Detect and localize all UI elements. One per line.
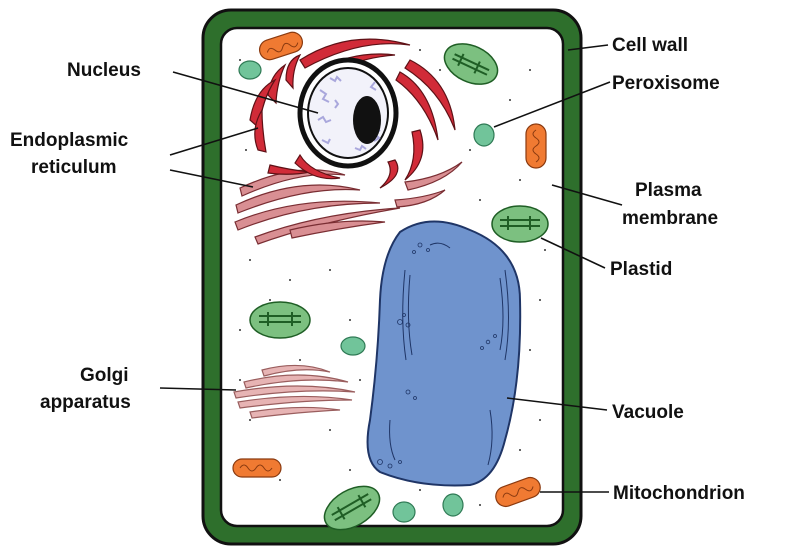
label-mitochondrion: Mitochondrion — [613, 483, 745, 504]
label-plasma-line1: Plasma — [635, 180, 702, 201]
mitochondrion — [526, 124, 546, 168]
plastid — [250, 302, 310, 338]
label-vacuole: Vacuole — [612, 402, 684, 423]
label-er-line1: Endoplasmic — [10, 130, 129, 151]
label-er-line2: reticulum — [31, 157, 117, 178]
mitochondrion — [233, 459, 281, 477]
label-golgi-line1: Golgi — [80, 365, 129, 386]
nucleolus — [353, 96, 381, 144]
label-nucleus: Nucleus — [67, 60, 141, 81]
vacuole — [368, 221, 521, 485]
plastid — [492, 206, 548, 242]
nucleus — [300, 60, 396, 166]
label-plastid: Plastid — [610, 259, 672, 280]
label-peroxisome: Peroxisome — [612, 73, 720, 94]
label-plasma-line2: membrane — [622, 208, 718, 229]
label-cell-wall: Cell wall — [612, 35, 688, 56]
label-golgi-line2: apparatus — [40, 392, 131, 413]
